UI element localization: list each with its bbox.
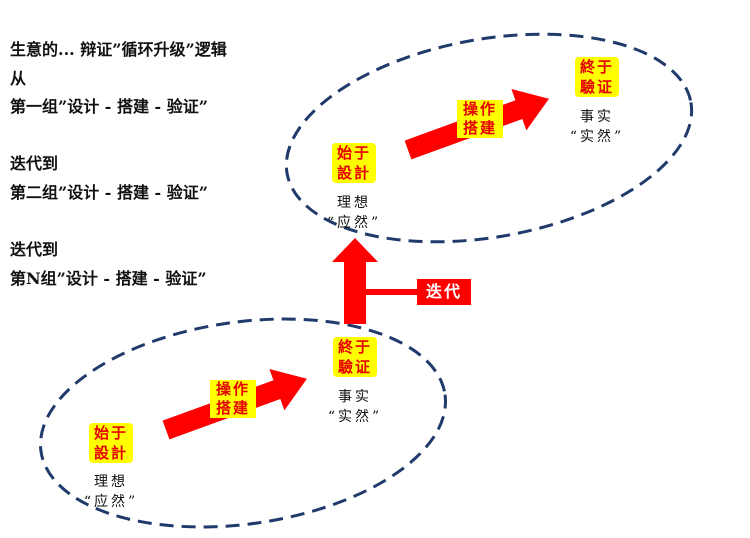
lower-cycle-ellipse: [38, 317, 448, 529]
iterate-arrow: [332, 238, 378, 324]
lower-end-label: 終于 驗证: [333, 337, 377, 377]
intro-line-group2: 第二组”设计 - 搭建 - 验证”: [10, 182, 208, 202]
intro-title: 生意的... 辩证”循环升级”逻辑: [10, 40, 227, 59]
lower-end-caption: 事实 “实然”: [327, 389, 383, 425]
upper-end-label: 終于 驗证: [575, 57, 619, 97]
upper-cycle-ellipse: [284, 32, 694, 244]
intro-line-from: 从: [10, 68, 27, 88]
upper-start-label: 始于 設計: [332, 143, 376, 183]
upper-end-caption: 事实 “实然”: [569, 109, 625, 145]
intro-line-iterate-2: 迭代到: [10, 240, 59, 260]
lower-action-label: 操作 搭建: [210, 380, 256, 418]
lower-start-caption: 理想 “应然”: [83, 474, 139, 510]
iterate-label: 迭代: [417, 279, 471, 305]
intro-text: 生意的... 辩证”循环升级”逻辑 从 第一组”设计 - 搭建 - 验证” 迭代…: [10, 36, 227, 293]
intro-line-groupN: 第N组”设计 - 搭建 - 验证”: [10, 268, 207, 288]
lower-start-label: 始于 設計: [89, 423, 133, 463]
iterate-connector: [366, 289, 418, 295]
intro-line-iterate-1: 迭代到: [10, 154, 59, 174]
upper-start-caption: 理想 “应然”: [326, 195, 382, 231]
upper-action-label: 操作 搭建: [457, 100, 503, 138]
intro-line-group1: 第一组”设计 - 搭建 - 验证”: [10, 97, 208, 117]
